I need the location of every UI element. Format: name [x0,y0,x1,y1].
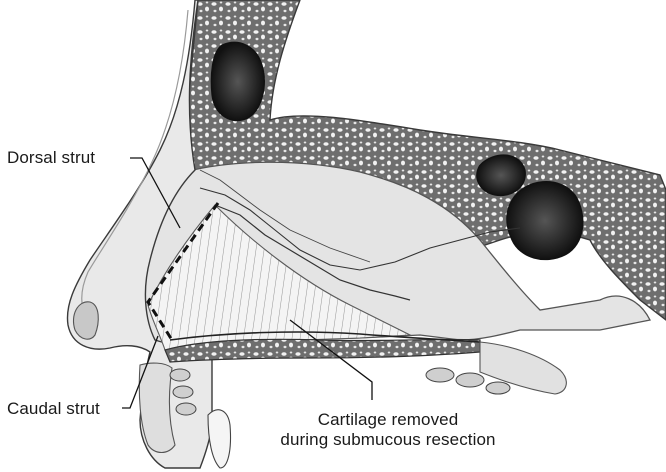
nostril [73,302,98,339]
upper-teeth-row [170,368,510,415]
palatal-bone [165,339,480,362]
cartilage-removed-line-1: Cartilage removed [243,410,533,430]
cartilage-removed-label: Cartilage removed during submucous resec… [243,410,533,450]
caudal-strut-label: Caudal strut [7,399,100,419]
sphenoid-sinus-large [507,182,583,260]
dorsal-strut-label: Dorsal strut [7,148,95,168]
frontal-sinus [211,42,264,120]
cartilage-removed-line-2: during submucous resection [243,430,533,450]
upper-incisor [208,410,231,468]
sphenoid-sinus-small [477,155,525,196]
